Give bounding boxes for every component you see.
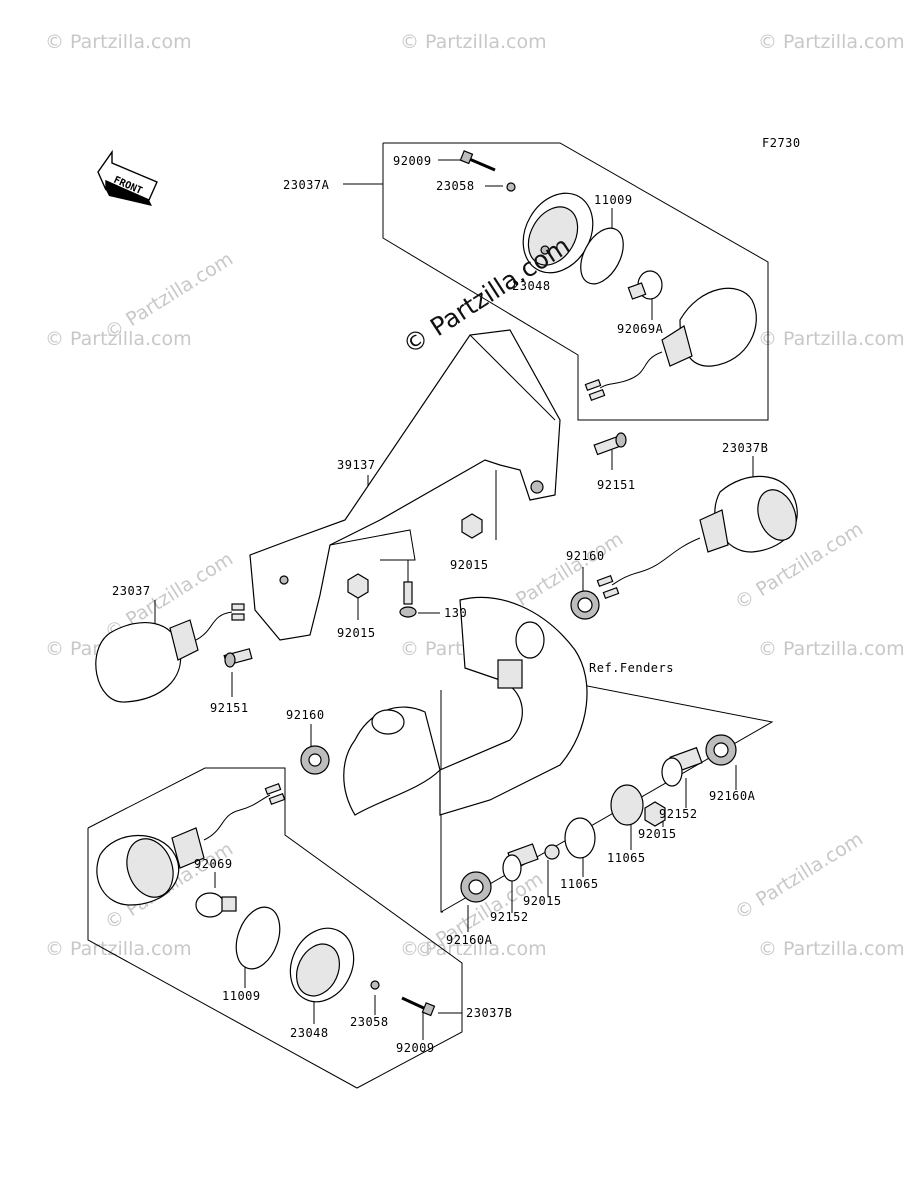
- part-label: 92152: [490, 910, 529, 924]
- washer-92015-low: [544, 844, 560, 860]
- part-label: 92160A: [446, 933, 493, 947]
- grommet-92160-upper: [570, 590, 600, 620]
- part-label: 92069: [194, 857, 233, 871]
- nut-92015-mid: [461, 513, 483, 539]
- group-outline-23037A: [382, 142, 769, 421]
- part-label: 92009: [396, 1041, 435, 1055]
- part-label: 11009: [594, 193, 633, 207]
- nut-23058-low: [370, 980, 380, 990]
- part-label: 92015: [638, 827, 677, 841]
- watermark: © Partzilla.com: [758, 638, 905, 660]
- part-label: 92152: [659, 807, 698, 821]
- gasket-11009-top: [580, 227, 624, 285]
- part-label: 23048: [512, 279, 551, 293]
- watermark: © Partzilla.com: [400, 31, 547, 53]
- gasket-11009-low: [235, 906, 281, 970]
- part-label: 92009: [393, 154, 432, 168]
- fender-frame: [343, 596, 588, 816]
- turn-signal-23037B-low: [96, 783, 286, 906]
- bolt-92151-left: [223, 648, 253, 668]
- bolt-92151-right: [593, 432, 627, 456]
- bolt-130: [399, 581, 417, 618]
- part-label: 130: [444, 606, 467, 620]
- part-label: Ref.Fenders: [589, 661, 674, 675]
- part-label: 23058: [350, 1015, 389, 1029]
- screw-92009-top: [459, 150, 496, 172]
- part-label: 23048: [290, 1026, 329, 1040]
- part-label: 11009: [222, 989, 261, 1003]
- lens-rim-23048-low: [289, 927, 355, 1003]
- watermark: © Partzilla.com: [45, 938, 192, 960]
- part-label: 23037A: [283, 178, 330, 192]
- watermark: © Partzilla.com: [400, 938, 547, 960]
- nut-92015-left: [347, 573, 369, 599]
- turn-signal-housing-23037A: [584, 287, 757, 401]
- nut-23058-top: [506, 182, 516, 192]
- bulb-92069A: [627, 270, 663, 300]
- front-arrow-icon: FRONT: [97, 149, 158, 206]
- part-label: 23058: [436, 179, 475, 193]
- leader-lines: [154, 159, 754, 1040]
- watermark: © Partzilla.com: [45, 328, 192, 350]
- part-label: 92151: [210, 701, 249, 715]
- part-label: 23037B: [722, 441, 768, 455]
- grommet-92160A-low: [460, 871, 492, 903]
- lens-rim-23048-top: [522, 192, 594, 274]
- figure-code: F2730: [762, 136, 801, 150]
- watermark: © Partzilla.com: [731, 828, 867, 924]
- part-label: 92160A: [709, 789, 756, 803]
- watermark: © Partzilla.com: [758, 938, 905, 960]
- part-label: 92015: [450, 558, 489, 572]
- part-label: 92015: [337, 626, 376, 640]
- collar-92152-right: [661, 746, 703, 787]
- part-label: 92160: [566, 549, 605, 563]
- cap-11065-right: [610, 784, 644, 826]
- part-labels: 92009 23037A 23058 11009 23048 92069A 39…: [112, 154, 768, 1055]
- part-label: 11065: [560, 877, 599, 891]
- turn-signal-23037B-top: [596, 475, 798, 599]
- grommet-92160A-right: [705, 734, 737, 766]
- part-label: 92160: [286, 708, 325, 722]
- cap-11065-mid: [564, 817, 596, 859]
- watermark: © Partzilla.com: [758, 31, 905, 53]
- group-outline-23037B: [87, 767, 463, 1089]
- screw-92009-low: [401, 996, 436, 1017]
- bracket-39137: [249, 329, 561, 641]
- part-label: 23037B: [466, 1006, 512, 1020]
- collar-92152-low: [502, 843, 539, 882]
- watermark: © Partzilla.com: [758, 328, 905, 350]
- watermark: © Partzilla.com: [45, 31, 192, 53]
- part-label: 11065: [607, 851, 646, 865]
- grommet-92160-left: [300, 745, 330, 775]
- part-label: 39137: [337, 458, 376, 472]
- part-label: 92069A: [617, 322, 664, 336]
- turn-signal-23037: [95, 603, 245, 703]
- part-label: 23037: [112, 584, 151, 598]
- part-label: 92151: [597, 478, 636, 492]
- part-label: 92015: [523, 894, 562, 908]
- nut-92015-right: [644, 801, 666, 827]
- bulb-92069: [195, 892, 237, 918]
